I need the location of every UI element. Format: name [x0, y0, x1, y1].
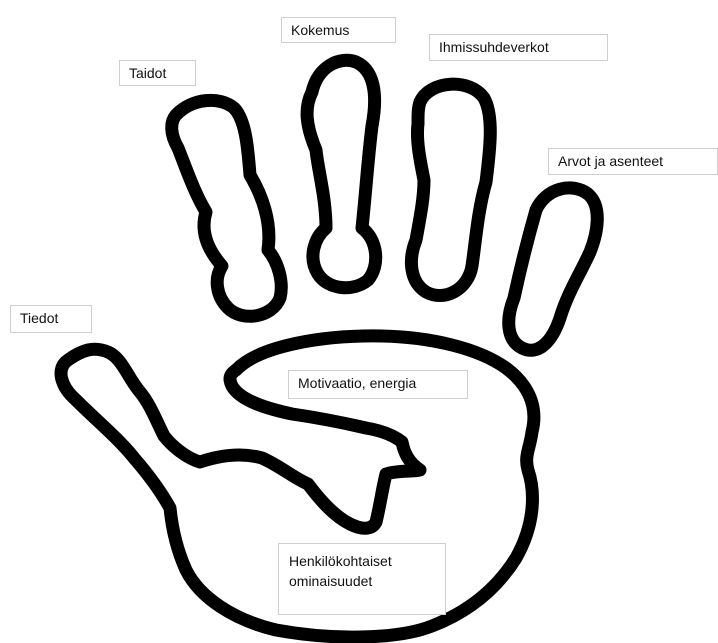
label-henkilokohtaiset-line2: ominaisuudet	[289, 571, 435, 591]
little-finger-outline	[509, 188, 598, 350]
label-motivaatio-energia: Motivaatio, energia	[288, 370, 468, 399]
index-finger-outline	[172, 100, 282, 316]
label-henkilokohtaiset-line1: Henkilökohtaiset	[289, 551, 435, 571]
middle-finger-outline	[307, 60, 376, 287]
label-taidot: Taidot	[119, 60, 196, 86]
label-henkilokohtaiset-ominaisuudet: Henkilökohtaiset ominaisuudet	[278, 543, 446, 615]
label-ihmissuhdeverkot: Ihmissuhdeverkot	[429, 34, 608, 61]
ring-finger-outline	[411, 84, 490, 295]
label-arvot-ja-asenteet: Arvot ja asenteet	[548, 148, 718, 175]
label-kokemus: Kokemus	[281, 17, 396, 43]
label-tiedot: Tiedot	[10, 305, 92, 333]
